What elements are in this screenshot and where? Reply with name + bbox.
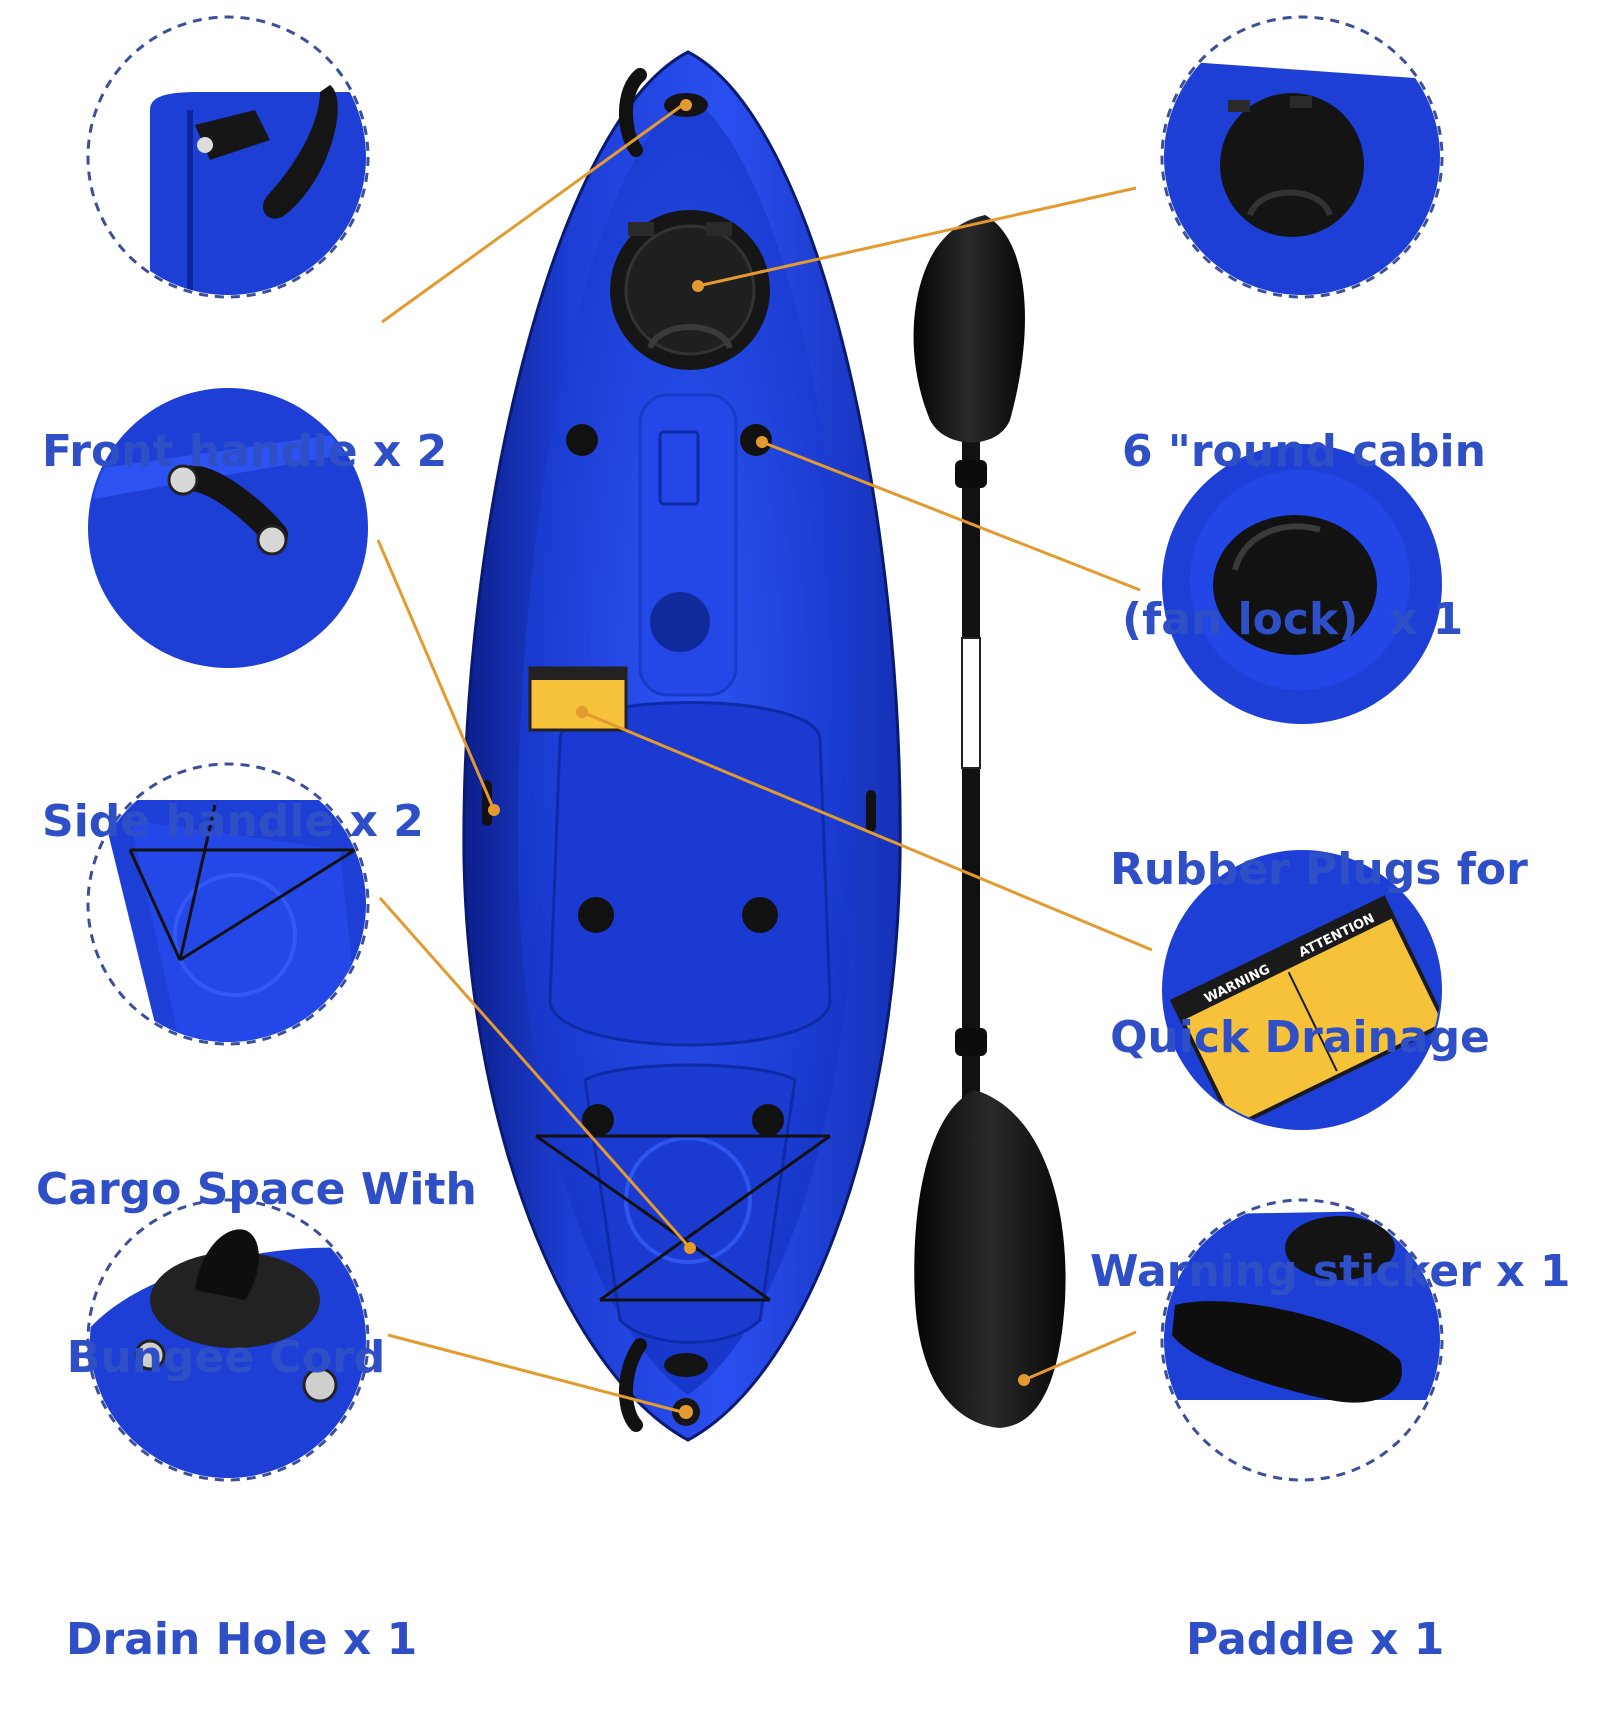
paddle [913, 215, 1066, 1428]
drain-plug-icon [195, 1229, 259, 1300]
scupper-plugs [566, 424, 784, 1136]
kayak-feature-diagram: WARNING ATTENTION [86, 15, 1444, 1482]
label-side-handle-line-1: Side handle x 2 [42, 796, 424, 847]
label-front-handle: Front handle x 2 [42, 312, 447, 536]
label-front-handle-line-1: Front handle x 2 [42, 426, 448, 477]
label-cargo-space: Cargo Space With Bungee Cord [36, 1050, 477, 1442]
label-paddle: Paddle x 1 [1186, 1500, 1444, 1724]
leader-cargo-space [378, 897, 692, 1249]
rubber-plugs-detail [1162, 444, 1442, 724]
warning-sticker-icon: WARNING ATTENTION [1169, 895, 1440, 1128]
label-rubber-plugs-line-1: Rubber Plugs for [1110, 844, 1528, 895]
front-handle-detail [86, 15, 370, 299]
label-round-cabin-line-2: (fan lock) x 1 [1122, 594, 1464, 645]
label-cargo-space-line-2: Bungee Cord [66, 1332, 386, 1383]
bungee-cord-icon [128, 804, 356, 962]
label-round-cabin: 6 "round cabin (fan lock) x 1 [1122, 312, 1486, 704]
label-cargo-space-line-1: Cargo Space With [36, 1164, 477, 1215]
drain-hole-detail [86, 1198, 370, 1482]
paddle-blade-icon [1172, 1301, 1402, 1403]
label-round-cabin-line-1: 6 "round cabin [1122, 426, 1486, 477]
paddle-detail [1160, 1198, 1444, 1482]
leader-paddle [1023, 1330, 1137, 1382]
leader-side-handle [376, 539, 496, 811]
leader-lines [376, 102, 1153, 1414]
hatch-cover-icon [1220, 93, 1364, 237]
leader-dots [488, 280, 1030, 1386]
side-handle-detail [88, 388, 368, 668]
leader-front-handle [381, 102, 685, 324]
label-drain-hole: Drain Hole x 1 [66, 1500, 417, 1724]
leader-rubber-plugs [761, 440, 1141, 592]
label-rubber-plugs: Rubber Plugs for Quick Drainage [1110, 730, 1528, 1122]
label-drain-hole-line-1: Drain Hole x 1 [66, 1614, 418, 1665]
label-paddle-line-1: Paddle x 1 [1186, 1614, 1445, 1665]
label-rubber-plugs-line-2: Quick Drainage [1110, 1012, 1490, 1063]
kayak-hull [462, 50, 902, 1442]
round-hatch [610, 210, 770, 370]
leader-warning-sticker [581, 710, 1153, 952]
front-handle-icon [263, 85, 338, 219]
label-warning-sticker: Warning sticker x 1 [1090, 1132, 1571, 1356]
label-warning-sticker-line-1: Warning sticker x 1 [1090, 1246, 1571, 1297]
rubber-plug-icon [1213, 515, 1377, 655]
kayak-warning-sticker [528, 666, 628, 732]
kayak-bungee-cord [535, 1134, 831, 1302]
label-side-handle: Side handle x 2 [42, 682, 424, 906]
cargo-space-detail [86, 762, 370, 1046]
leader-drain-hole [387, 1333, 683, 1414]
leader-round-cabin [697, 186, 1137, 288]
round-cabin-detail [1160, 15, 1444, 299]
warning-sticker-detail: WARNING ATTENTION [1162, 850, 1442, 1130]
